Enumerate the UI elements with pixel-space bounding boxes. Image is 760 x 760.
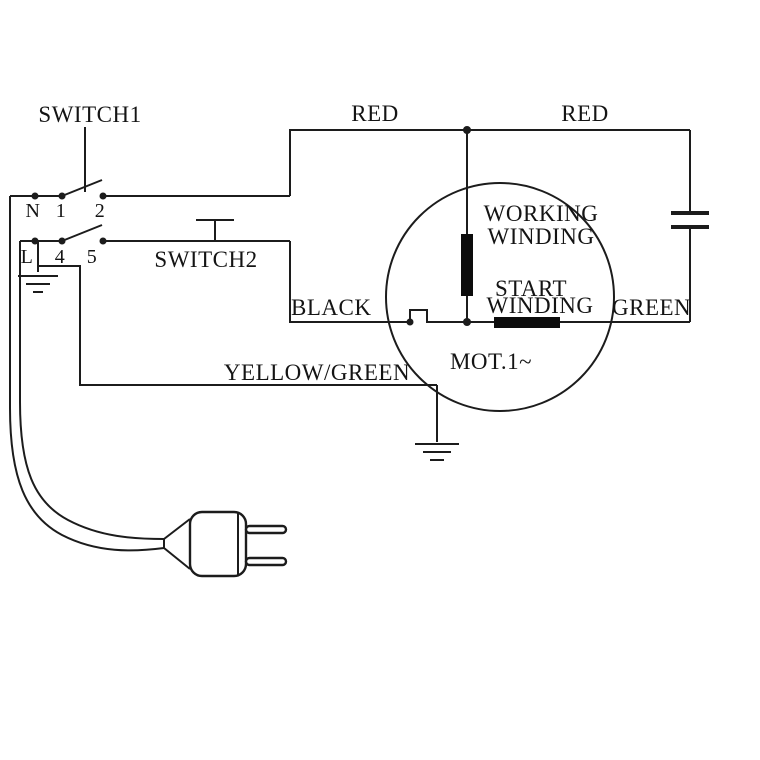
earth-symbol-motor bbox=[415, 385, 459, 461]
terminal-n-label: N bbox=[26, 200, 41, 222]
red-wire-label-right: RED bbox=[561, 101, 609, 126]
switch2-pushbutton bbox=[196, 219, 234, 241]
terminal-l-label: L bbox=[21, 246, 34, 268]
start-winding-label-line2: WINDING bbox=[487, 293, 594, 318]
terminal-2-label: 2 bbox=[95, 200, 106, 222]
motor bbox=[385, 182, 615, 412]
plug-pin-bottom bbox=[244, 556, 288, 567]
double-pole-switch bbox=[10, 127, 290, 245]
start-winding-label-line1: START bbox=[495, 276, 567, 301]
junction-dot-windings bbox=[463, 318, 471, 326]
power-cord bbox=[9, 196, 165, 552]
terminal-1-label: 1 bbox=[56, 200, 67, 222]
green-wire-label: GREEN bbox=[612, 295, 691, 320]
cord-conductor-inner bbox=[19, 241, 165, 540]
motor-label: MOT.1~ bbox=[450, 349, 532, 374]
terminal-5-dot bbox=[99, 237, 107, 245]
earth-symbol-left bbox=[18, 241, 58, 293]
terminal-5-label: 5 bbox=[87, 246, 98, 268]
yellow-green-wire bbox=[38, 265, 437, 386]
plug-body bbox=[188, 510, 248, 578]
working-winding-label-line2: WINDING bbox=[488, 224, 595, 249]
terminal-n-dot bbox=[31, 192, 39, 200]
terminal-4-dot bbox=[58, 237, 66, 245]
terminal-2-dot bbox=[99, 192, 107, 200]
black-wire-label: BLACK bbox=[291, 295, 371, 320]
red-wire bbox=[289, 129, 690, 196]
protector-junction-dot bbox=[406, 318, 414, 326]
switch1-pole2-blade bbox=[61, 224, 103, 242]
black-wire bbox=[289, 241, 410, 323]
capacitor bbox=[671, 211, 709, 229]
terminal-l-dot bbox=[31, 237, 39, 245]
cord-conductor-outer bbox=[9, 196, 165, 552]
plug-pin-top bbox=[244, 524, 288, 535]
start-winding-symbol bbox=[494, 317, 560, 328]
motor-circle bbox=[385, 182, 615, 412]
switch1-label: SWITCH1 bbox=[38, 102, 141, 127]
junction-dot-top bbox=[463, 126, 471, 134]
plug-strain-relief bbox=[163, 518, 191, 570]
terminal-4-label: 4 bbox=[55, 246, 66, 268]
yellow-green-wire-label: YELLOW/GREEN bbox=[224, 360, 410, 385]
mains-plug bbox=[163, 510, 288, 578]
red-wire-label-left: RED bbox=[351, 101, 399, 126]
switch1-pole1-blade bbox=[61, 179, 103, 197]
switch2-label: SWITCH2 bbox=[154, 247, 257, 272]
terminal-1-dot bbox=[58, 192, 66, 200]
working-winding-symbol bbox=[461, 234, 473, 296]
working-winding-label-line1: WORKING bbox=[484, 201, 599, 226]
